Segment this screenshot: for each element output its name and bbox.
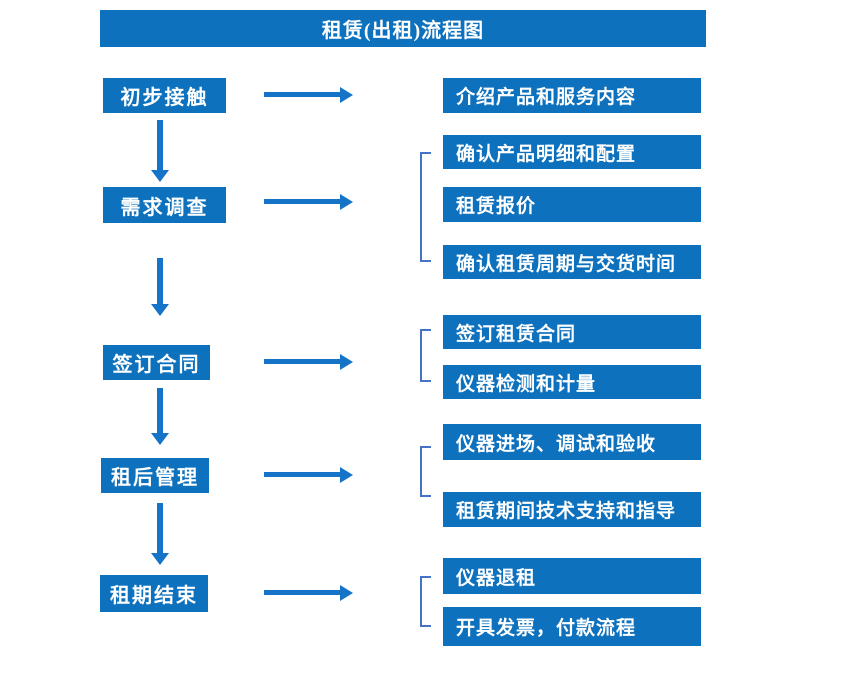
arrow-right-icon bbox=[264, 354, 353, 370]
detail-confirm-rental-period-delivery: 确认租赁周期与交货时间 bbox=[443, 245, 701, 279]
detail-instrument-return: 仪器退租 bbox=[443, 558, 701, 594]
detail-rental-quote: 租赁报价 bbox=[443, 187, 701, 222]
stage-initial-contact: 初步接触 bbox=[103, 78, 226, 113]
detail-confirm-product-details-config: 确认产品明细和配置 bbox=[443, 135, 701, 169]
stage-needs-survey: 需求调查 bbox=[103, 187, 226, 223]
flowchart-title: 租赁(出租)流程图 bbox=[100, 10, 706, 47]
arrow-down-icon bbox=[151, 258, 169, 316]
detail-instrument-testing-metrology: 仪器检测和计量 bbox=[443, 365, 701, 399]
detail-introduce-products-services: 介绍产品和服务内容 bbox=[443, 78, 701, 113]
stage-post-rental-management: 租后管理 bbox=[101, 458, 209, 493]
detail-sign-rental-contract: 签订租赁合同 bbox=[443, 315, 701, 349]
arrow-down-icon bbox=[151, 120, 169, 182]
arrow-right-icon bbox=[264, 585, 353, 601]
detail-rental-tech-support-guidance: 租赁期间技术支持和指导 bbox=[443, 492, 701, 527]
arrow-down-icon bbox=[151, 388, 169, 445]
bracket-rental-end-group bbox=[420, 576, 431, 627]
stage-sign-contract: 签订合同 bbox=[103, 345, 210, 380]
arrow-right-icon bbox=[264, 87, 353, 103]
bracket-sign-contract-group bbox=[420, 329, 431, 382]
bracket-post-rental-group bbox=[420, 446, 431, 497]
stage-rental-end: 租期结束 bbox=[100, 575, 208, 612]
bracket-needs-survey-group bbox=[420, 152, 431, 262]
arrow-right-icon bbox=[264, 467, 353, 483]
detail-invoice-payment-process: 开具发票，付款流程 bbox=[443, 607, 701, 646]
arrow-right-icon bbox=[264, 194, 353, 210]
detail-instrument-arrival-commissioning-acceptance: 仪器进场、调试和验收 bbox=[443, 424, 701, 460]
arrow-down-icon bbox=[151, 503, 169, 565]
